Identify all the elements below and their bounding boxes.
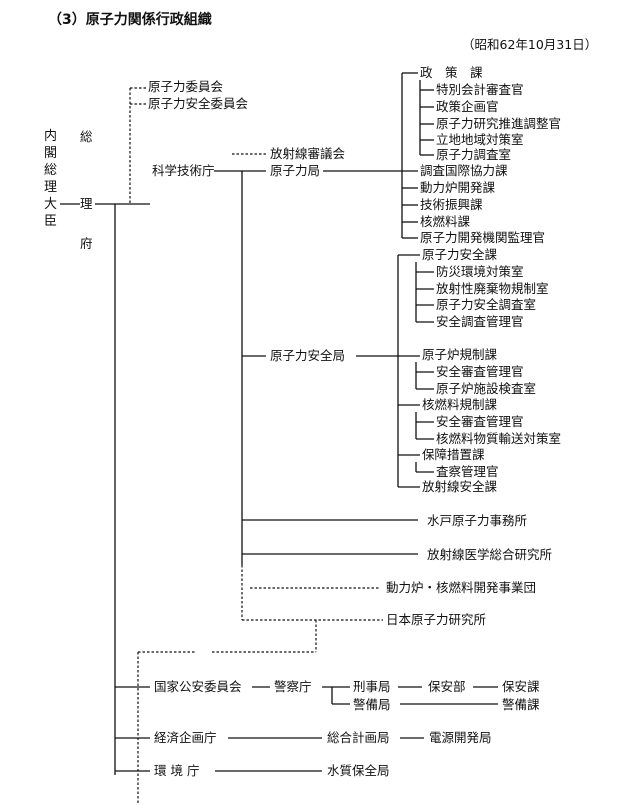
safety-dept: 保安部 xyxy=(428,679,466,694)
science-technology-agency: 科学技術庁 xyxy=(152,163,215,178)
org-unit: 動力炉開発課 xyxy=(420,180,496,195)
org-unit: 特別会計審査官 xyxy=(436,82,524,97)
org-unit: 放射性廃棄物規制室 xyxy=(436,281,549,296)
org-unit: 核燃料課 xyxy=(420,214,471,229)
power-development-bureau: 電源開発局 xyxy=(429,730,492,745)
date-label: （昭和62年10月31日） xyxy=(462,37,598,52)
environment-agency: 環 境 庁 xyxy=(154,763,200,778)
org-unit: 査察管理官 xyxy=(436,464,499,479)
mito-office: 水戸原子力事務所 xyxy=(427,513,528,528)
org-unit: 原子力安全課 xyxy=(422,247,498,262)
pnc: 動力炉・核燃料開発事業団 xyxy=(386,580,537,595)
org-unit: 保障措置課 xyxy=(422,447,485,462)
org-unit: 立地地域対策室 xyxy=(436,132,524,147)
org-unit: 原子力開発機関監理官 xyxy=(420,230,546,245)
water-quality-bureau: 水質保全局 xyxy=(327,763,390,778)
org-unit: 防災環境対策室 xyxy=(436,264,524,279)
criminal-bureau: 刑事局 xyxy=(353,679,391,694)
prime-minister: 内閣総理大臣 xyxy=(44,129,58,229)
nuclear-safety-commission: 原子力安全委員会 xyxy=(148,96,249,111)
org-unit: 核燃料規制課 xyxy=(422,397,498,412)
pmo-char: 理 xyxy=(80,196,93,211)
pmo-char: 総 xyxy=(80,129,93,144)
org-unit: 安全審査管理官 xyxy=(436,364,524,379)
org-unit: 政 策 課 xyxy=(420,65,483,80)
org-unit: 調査国際協力課 xyxy=(420,163,508,178)
org-unit: 原子炉施設検査室 xyxy=(436,381,537,396)
economic-planning-agency: 経済企画庁 xyxy=(154,730,217,745)
npsc: 国家公安委員会 xyxy=(154,679,242,694)
org-unit: 原子炉規制課 xyxy=(422,347,498,362)
security-bureau: 警備局 xyxy=(353,697,391,712)
atomic-energy-bureau: 原子力局 xyxy=(270,163,321,178)
org-unit: 原子力調査室 xyxy=(436,147,512,162)
org-unit: 放射線安全課 xyxy=(422,479,498,494)
planning-bureau: 総合計画局 xyxy=(327,730,390,745)
npa: 警察庁 xyxy=(274,679,312,694)
page-title: （3）原子力関係行政組織 xyxy=(48,12,212,28)
security-division: 警備課 xyxy=(502,697,540,712)
pmo-char: 府 xyxy=(80,236,93,251)
org-unit: 安全調査管理官 xyxy=(436,314,524,329)
atomic-energy-commission: 原子力委員会 xyxy=(148,79,224,94)
nuclear-safety-bureau: 原子力安全局 xyxy=(270,348,346,363)
org-unit: 技術振興課 xyxy=(420,197,483,212)
radiation-council: 放射線審議会 xyxy=(270,146,346,161)
jaeri: 日本原子力研究所 xyxy=(386,612,487,627)
org-unit: 政策企画官 xyxy=(436,99,499,114)
nirs: 放射線医学総合研究所 xyxy=(427,547,553,562)
org-unit: 原子力研究推進調整官 xyxy=(436,116,562,131)
org-unit: 核燃料物質輸送対策室 xyxy=(436,431,562,446)
org-unit: 原子力安全調査室 xyxy=(436,297,537,312)
safety-division: 保安課 xyxy=(502,679,540,694)
org-unit: 安全審査管理官 xyxy=(436,414,524,429)
